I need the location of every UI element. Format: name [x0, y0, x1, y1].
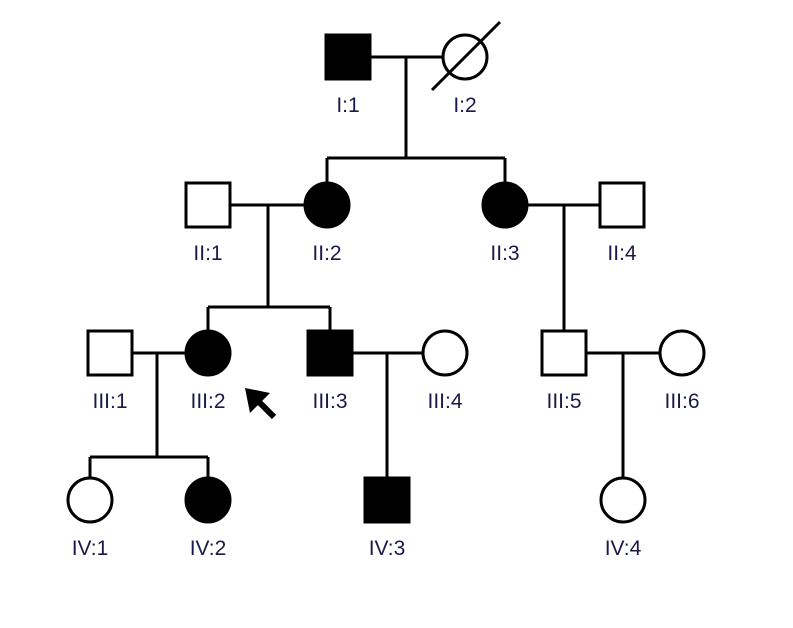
- female-affected-symbol: [303, 181, 351, 229]
- male-unaffected-symbol: [86, 329, 134, 377]
- individual-label: II:3: [490, 242, 519, 265]
- female-affected-symbol: [481, 181, 529, 229]
- individual-label: III:2: [190, 390, 225, 413]
- proband-arrow-icon: [245, 388, 277, 420]
- individuals: [66, 20, 706, 524]
- male-unaffected-symbol: [598, 181, 646, 229]
- male-affected-symbol: [324, 33, 372, 81]
- individual-label: III:1: [92, 390, 127, 413]
- individual-label: III:6: [664, 390, 699, 413]
- female-unaffected-symbol: [658, 329, 706, 377]
- individual-label: III:5: [546, 390, 581, 413]
- female-unaffected-symbol: [421, 329, 469, 377]
- female-affected-symbol: [184, 476, 232, 524]
- individual-label: II:2: [312, 242, 341, 265]
- male-affected-symbol: [363, 476, 411, 524]
- individual-label: IV:4: [605, 537, 642, 560]
- individual-label: II:1: [193, 242, 222, 265]
- individual-label: I:2: [453, 94, 476, 117]
- individual-label: IV:3: [369, 537, 406, 560]
- individual-label: I:1: [336, 94, 359, 117]
- deceased-slash-icon: [430, 20, 502, 92]
- male-unaffected-symbol: [184, 181, 232, 229]
- individual-label: IV:1: [72, 537, 109, 560]
- female-affected-symbol: [184, 329, 232, 377]
- male-unaffected-symbol: [540, 329, 588, 377]
- individual-label: III:4: [427, 390, 462, 413]
- individual-label: III:3: [312, 390, 347, 413]
- female-unaffected-symbol: [599, 476, 647, 524]
- relationship-lines: [88, 55, 660, 478]
- individual-label: IV:2: [190, 537, 227, 560]
- male-affected-symbol: [306, 329, 354, 377]
- female-unaffected-symbol: [66, 476, 114, 524]
- individual-label: II:4: [607, 242, 637, 265]
